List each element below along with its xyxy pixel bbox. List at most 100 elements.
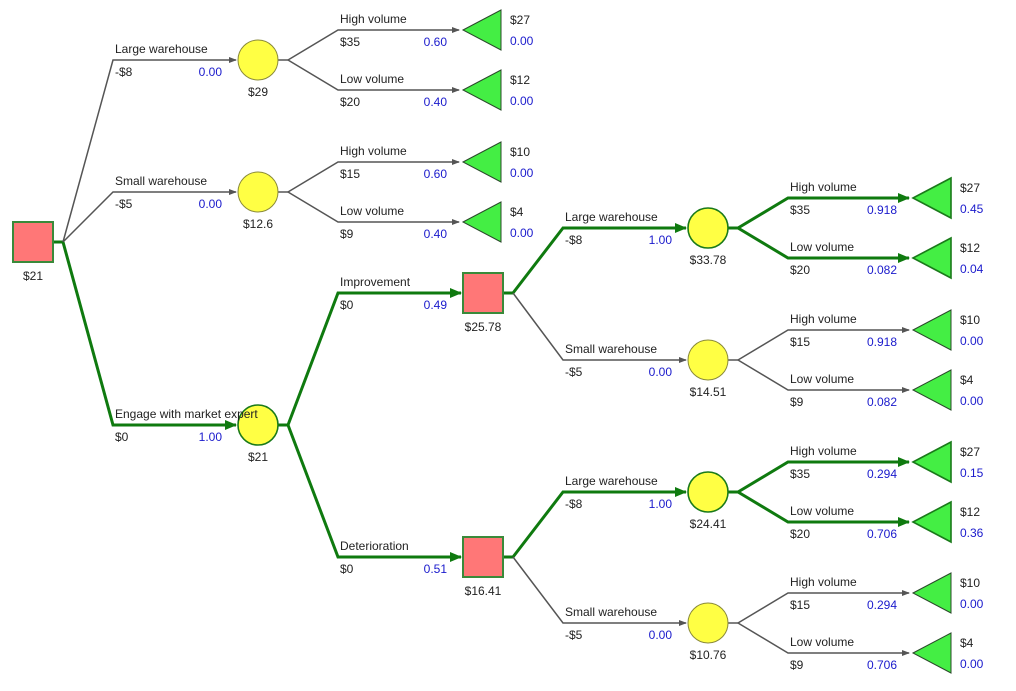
branch-probability: 1.00 [649, 497, 673, 511]
branch-line[interactable] [512, 556, 687, 626]
branch-label: Small warehouse [115, 174, 207, 188]
branch-label: Improvement [340, 275, 411, 289]
branch-payoff: -$8 [565, 233, 583, 247]
terminal-node[interactable] [911, 309, 952, 351]
terminal-payoff: $12 [960, 505, 980, 519]
branch-probability: 1.00 [199, 430, 223, 444]
branch-line[interactable] [512, 292, 687, 363]
terminal-probability: 0.00 [510, 226, 534, 240]
branch-label: Deterioration [340, 539, 409, 553]
branch-payoff: $35 [340, 35, 360, 49]
branch-payoff: $15 [340, 167, 360, 181]
branch-payoff: -$5 [115, 197, 133, 211]
terminal-node[interactable] [461, 141, 502, 183]
branch-line[interactable] [511, 223, 687, 294]
decision-node[interactable] [12, 221, 54, 263]
branch-line[interactable] [286, 424, 462, 562]
terminal-probability: 0.00 [960, 334, 984, 348]
chance-node[interactable] [237, 39, 279, 81]
branch-payoff: $15 [790, 598, 810, 612]
terminal-node[interactable] [911, 500, 952, 544]
terminal-node[interactable] [911, 176, 952, 220]
branch-payoff: $20 [790, 527, 810, 541]
branch-label: High volume [340, 12, 407, 26]
terminal-probability: 0.00 [510, 34, 534, 48]
terminal-probability: 0.04 [960, 262, 984, 276]
branch-line[interactable] [287, 27, 460, 61]
terminal-node[interactable] [911, 440, 952, 484]
branch-label: High volume [340, 144, 407, 158]
branch-payoff: $0 [340, 298, 354, 312]
branch-line[interactable] [62, 189, 237, 243]
terminal-payoff: $4 [960, 636, 974, 650]
chance-node[interactable] [687, 602, 729, 644]
branch-probability: 0.00 [199, 197, 223, 211]
node-value: $21 [23, 269, 43, 283]
branch-line[interactable] [737, 622, 910, 656]
branch-line[interactable] [737, 359, 910, 393]
terminal-node[interactable] [911, 236, 952, 280]
chance-node[interactable] [687, 471, 729, 513]
node-value: $33.78 [690, 253, 727, 267]
branch-probability: 0.082 [867, 263, 897, 277]
branch-line[interactable] [286, 288, 462, 426]
branch-line[interactable] [737, 327, 910, 361]
decision-node[interactable] [462, 536, 504, 578]
branch-payoff: $0 [115, 430, 129, 444]
terminal-node[interactable] [461, 201, 502, 243]
branch-probability: 0.00 [649, 365, 673, 379]
branch-label: Small warehouse [565, 605, 657, 619]
branch-label: High volume [790, 575, 857, 589]
branch-payoff: $20 [340, 95, 360, 109]
branch-label: High volume [790, 444, 857, 458]
terminal-node[interactable] [461, 9, 502, 51]
branch-payoff: -$5 [565, 628, 583, 642]
chance-node[interactable] [687, 207, 729, 249]
branch-payoff: $35 [790, 467, 810, 481]
terminal-node[interactable] [461, 69, 502, 111]
branch-line[interactable] [287, 191, 460, 225]
branch-probability: 0.60 [424, 167, 448, 181]
terminal-payoff: $27 [960, 181, 980, 195]
chance-node[interactable] [237, 404, 279, 446]
decision-node[interactable] [462, 272, 504, 314]
branch-line[interactable] [737, 457, 910, 494]
branch-label: Low volume [340, 72, 404, 86]
chance-node[interactable] [687, 339, 729, 381]
node-value: $12.6 [243, 217, 273, 231]
branch-label: Low volume [340, 204, 404, 218]
branch-line[interactable] [287, 159, 460, 193]
node-value: $14.51 [690, 385, 727, 399]
tree-nodes [12, 9, 952, 674]
branch-line[interactable] [737, 193, 910, 230]
chance-node[interactable] [237, 171, 279, 213]
branch-line[interactable] [287, 59, 460, 93]
branch-probability: 0.294 [867, 598, 897, 612]
terminal-node[interactable] [911, 632, 952, 674]
terminal-payoff: $12 [510, 73, 530, 87]
branch-line[interactable] [61, 241, 237, 430]
terminal-probability: 0.00 [960, 657, 984, 671]
branch-line[interactable] [511, 487, 687, 558]
branch-lines [53, 27, 910, 656]
branch-line[interactable] [737, 590, 910, 624]
node-value: $24.41 [690, 517, 727, 531]
terminal-payoff: $27 [960, 445, 980, 459]
branch-label: High volume [790, 180, 857, 194]
node-value: $29 [248, 85, 268, 99]
branch-payoff: $0 [340, 562, 354, 576]
terminal-node[interactable] [911, 572, 952, 614]
branch-line[interactable] [737, 490, 910, 527]
branch-label: Large warehouse [565, 474, 658, 488]
branch-payoff: $20 [790, 263, 810, 277]
branch-payoff: $9 [790, 395, 804, 409]
branch-payoff: -$8 [115, 65, 133, 79]
branch-probability: 0.51 [424, 562, 448, 576]
branch-payoff: $9 [790, 658, 804, 672]
terminal-node[interactable] [911, 369, 952, 411]
branch-line[interactable] [737, 226, 910, 263]
branch-line[interactable] [62, 57, 237, 243]
terminal-payoff: $4 [960, 373, 974, 387]
terminal-probability: 0.00 [960, 597, 984, 611]
